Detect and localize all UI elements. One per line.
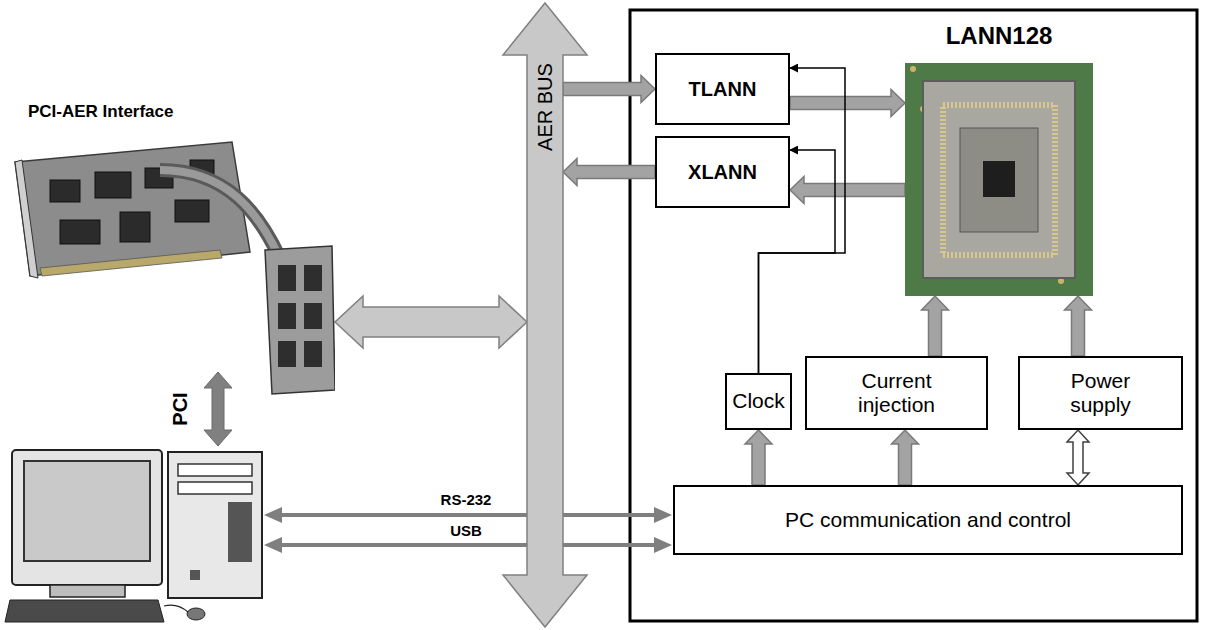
bond-pads <box>943 105 1055 255</box>
block-label: Clock <box>732 389 785 413</box>
ic-chip <box>60 220 100 244</box>
arrowhead <box>264 537 282 553</box>
die <box>983 161 1015 197</box>
pci-card-illustration <box>10 100 335 395</box>
block-box: Power supply <box>1018 356 1183 430</box>
ic-chip <box>120 212 150 242</box>
rs232-line <box>280 513 656 517</box>
signal-arrow <box>745 430 772 485</box>
signal-arrow <box>892 430 919 485</box>
link-label: USB <box>448 522 484 539</box>
ic-chip <box>278 303 296 329</box>
pc-tower <box>168 452 262 598</box>
board-outline <box>630 10 1197 621</box>
ic-chip <box>278 265 296 291</box>
block-label: XLANN <box>688 161 757 184</box>
edge-connector <box>40 250 222 276</box>
power-button <box>190 570 200 580</box>
bus-link-arrow <box>335 296 527 348</box>
cavity <box>960 128 1038 232</box>
card-bracket <box>15 160 38 278</box>
arrowhead <box>654 537 672 553</box>
chip-heading: LANN128 <box>905 22 1093 50</box>
bus-name: PCI <box>169 390 192 427</box>
ic-chip <box>278 341 296 367</box>
pc-illustration <box>5 450 262 622</box>
arrowhead <box>264 507 282 523</box>
block-box: PC communication and control <box>673 485 1183 555</box>
ic-chip <box>50 180 80 202</box>
serial-links <box>264 507 672 553</box>
ic-chip <box>95 172 131 198</box>
solder-pad <box>910 66 916 72</box>
signal-arrow <box>790 90 905 117</box>
bus-band <box>503 3 587 627</box>
interface-card: PCI-AER Interface <box>10 100 335 395</box>
signal-arrow <box>1067 430 1089 485</box>
ic-chip <box>304 265 322 291</box>
block-label: PC communication and control <box>785 508 1071 532</box>
block-box: Clock <box>725 373 792 430</box>
block-box: XLANN <box>655 136 790 208</box>
ic-chip <box>304 303 322 329</box>
signal-arrow <box>790 177 905 204</box>
mouse-cable <box>164 605 188 612</box>
drive-slot <box>178 482 252 494</box>
pcb-background <box>905 63 1093 296</box>
ic-chip <box>175 200 209 222</box>
block-label: Current injection <box>837 369 957 417</box>
pcb <box>15 142 250 276</box>
small-board <box>265 246 335 394</box>
mouse <box>187 608 205 620</box>
signal-arrow <box>922 296 949 356</box>
block-label: TLANN <box>689 78 757 101</box>
chip-package: LANN128 <box>905 18 1093 296</box>
signal-arrow <box>563 159 655 186</box>
card-heading: PCI-AER Interface <box>28 102 173 122</box>
arrowhead <box>654 507 672 523</box>
ic-chip <box>304 341 322 367</box>
ceramic-package <box>923 81 1075 278</box>
usb-line <box>280 543 656 547</box>
monitor-stand <box>50 585 125 597</box>
drive-slot <box>178 464 252 476</box>
chip-photo <box>905 63 1093 296</box>
monitor-screen <box>24 461 150 561</box>
keyboard <box>5 600 164 622</box>
bus-label: AER BUS <box>534 63 557 151</box>
link-label: RS-232 <box>439 491 494 508</box>
pci-arrow <box>204 372 232 446</box>
signal-arrow <box>563 76 655 103</box>
tower-vent <box>228 502 252 562</box>
signal-arrow <box>1065 296 1092 356</box>
block-label: Power supply <box>1046 369 1156 417</box>
block-box: Current injection <box>805 356 988 430</box>
bus-arrow: AER BUS <box>527 55 563 575</box>
block-box: TLANN <box>655 53 790 125</box>
monitor <box>12 450 162 585</box>
